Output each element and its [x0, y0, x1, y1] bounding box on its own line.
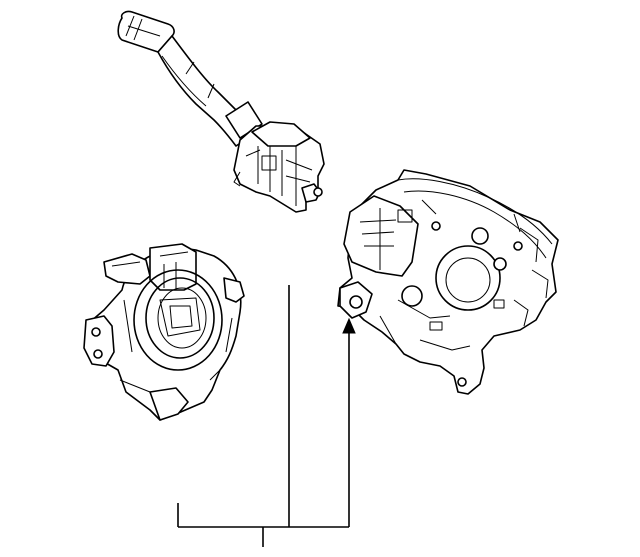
arrow-head	[342, 317, 356, 334]
lever-switch	[117, 10, 325, 213]
clock-spring	[83, 243, 245, 421]
switch-housing	[337, 169, 559, 395]
callout-leaders	[177, 285, 356, 547]
